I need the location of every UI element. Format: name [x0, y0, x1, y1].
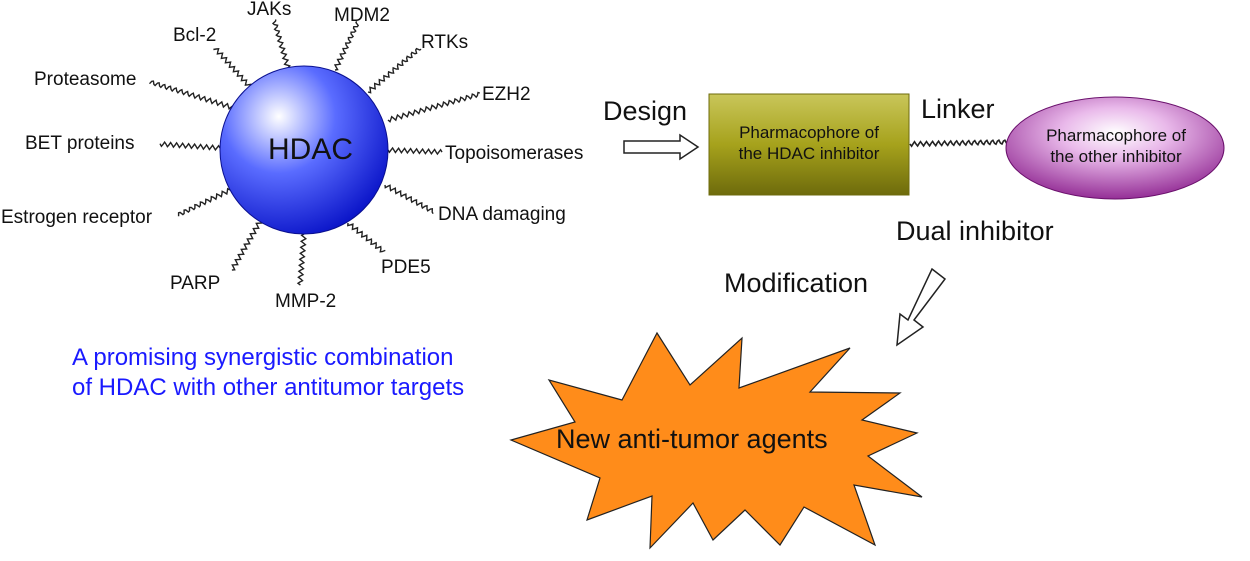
dual-inhibitor-label: Dual inhibitor	[896, 216, 1054, 246]
target-bcl2: Bcl-2	[173, 25, 217, 46]
target-estrogen-receptor: Estrogen receptor	[1, 207, 153, 228]
connector-ezh2	[387, 91, 481, 123]
hdac-pharmacophore-line1: Pharmacophore of	[739, 123, 879, 142]
target-connectors	[148, 19, 481, 286]
target-jaks: JAKs	[247, 0, 292, 20]
hdac-pharmacophore-line2: the HDAC inhibitor	[738, 144, 880, 164]
target-mdm2: MDM2	[334, 5, 390, 26]
modification-label: Modification	[724, 268, 869, 298]
connector-proteasome	[148, 80, 235, 110]
new-agents-label: New anti-tumor agents	[556, 424, 828, 454]
other-pharmacophore-line1: Pharmacophore of	[1046, 126, 1186, 145]
target-ezh2: EZH2	[482, 84, 531, 105]
synergy-caption-line1: A promising synergistic combination	[72, 344, 454, 371]
hdac-sphere	[219, 65, 389, 235]
hdac-pharmacophore-text: Pharmacophore of the HDAC inhibitor	[709, 122, 909, 165]
connector-jaks	[271, 19, 291, 69]
other-pharmacophore-text: Pharmacophore of the other inhibitor	[1016, 125, 1216, 168]
connector-topoisomerases	[387, 146, 443, 156]
linker-connector	[909, 139, 1009, 148]
hdac-pharmacophore-box	[708, 93, 910, 196]
connector-mdm2	[333, 21, 360, 71]
target-mmp2: MMP-2	[275, 291, 337, 312]
connector-rtks	[367, 47, 422, 94]
target-bet-proteins: BET proteins	[25, 133, 135, 154]
target-rtks: RTKs	[421, 32, 469, 53]
target-pde5: PDE5	[381, 257, 431, 278]
connector-mmp2	[296, 233, 308, 286]
synergy-caption-line2: of HDAC with other antitumor targets	[72, 374, 465, 401]
new-agents-starburst	[509, 331, 923, 550]
target-dna-damaging: DNA damaging	[438, 204, 566, 225]
connector-bet-proteins	[159, 140, 221, 152]
other-pharmacophore-line2: the other inhibitor	[1050, 147, 1182, 167]
connector-pde5	[347, 222, 386, 253]
target-topoisomerases: Topoisomerases	[445, 143, 584, 164]
design-arrow	[623, 133, 700, 161]
connector-bcl2	[213, 48, 252, 88]
connector-estrogen-receptor	[177, 187, 231, 217]
linker-label: Linker	[921, 94, 995, 124]
other-pharmacophore-ellipse	[1005, 96, 1225, 200]
connector-dna-damaging	[384, 184, 434, 215]
target-proteasome: Proteasome	[34, 69, 137, 90]
synergy-caption: A promising synergistic combination of H…	[72, 343, 464, 403]
connector-parp	[231, 217, 263, 271]
target-parp: PARP	[170, 273, 221, 294]
hdac-label: HDAC	[268, 133, 354, 166]
design-label: Design	[603, 96, 688, 126]
modification-arrow	[896, 267, 947, 347]
